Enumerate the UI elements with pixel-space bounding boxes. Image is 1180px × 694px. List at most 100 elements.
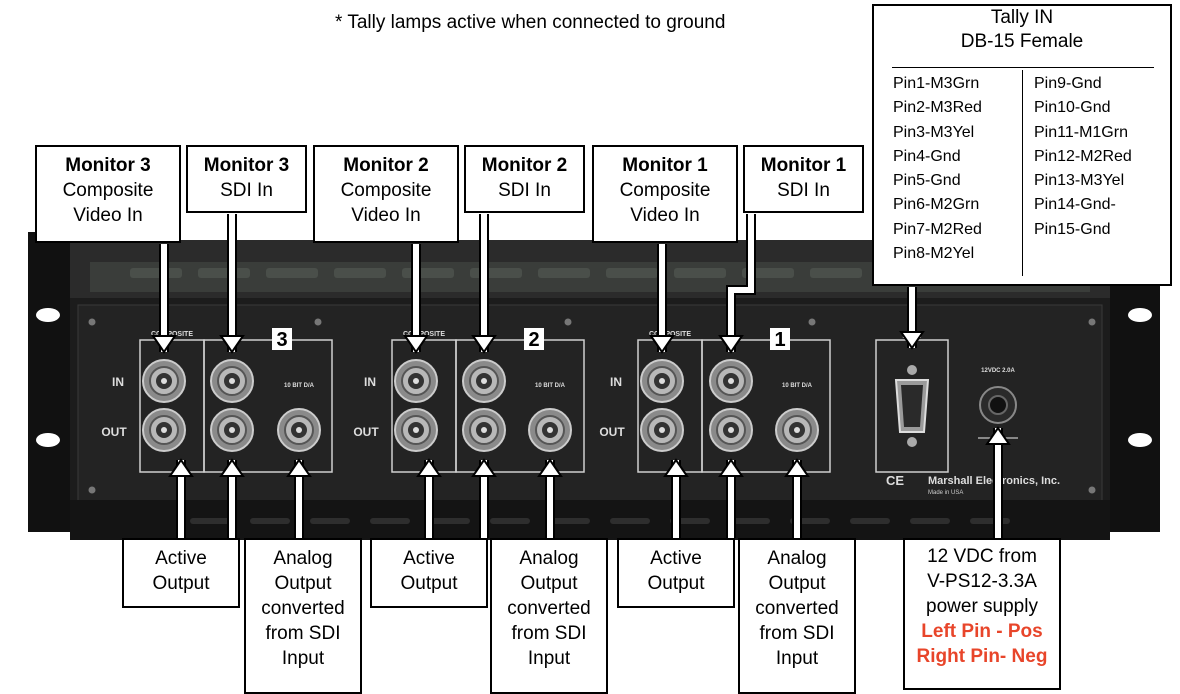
label-line: Output <box>647 573 705 594</box>
bnc-connector <box>142 408 186 452</box>
label-line: Video In <box>630 205 700 226</box>
sdi-frame <box>203 339 333 473</box>
label-line: Output <box>152 573 210 594</box>
arrow-head <box>416 458 442 477</box>
bnc-pin <box>547 427 553 433</box>
tally-pinout-box: Tally IN DB-15 Female Pin1-M3Grn Pin2-M3… <box>872 4 1172 286</box>
arrow-head <box>219 335 245 354</box>
label-line: Output <box>768 573 826 594</box>
arrow-head <box>899 331 925 350</box>
label-line: converted <box>507 598 591 619</box>
label-line: from SDI <box>265 623 341 644</box>
label-line: SDI In <box>777 180 830 201</box>
out-label: OUT <box>599 425 625 439</box>
section-number-badge <box>524 328 544 350</box>
bnc-connector <box>775 408 819 452</box>
label-line: Output <box>274 573 332 594</box>
label-monitor2-composite: Monitor 2 Composite Video In <box>313 145 459 243</box>
in-label: IN <box>112 375 124 389</box>
vent-slot <box>538 268 590 278</box>
label-title: Monitor 3 <box>203 155 290 176</box>
label-title: Monitor 3 <box>65 155 151 176</box>
tally-note: * Tally lamps active when connected to g… <box>335 12 726 33</box>
arrow-head <box>471 335 497 354</box>
pin-label: Pin11-M1Grn <box>1034 123 1128 141</box>
label-monitor1-composite: Monitor 1 Composite Video In <box>592 145 738 243</box>
label-title: Monitor 1 <box>760 155 847 176</box>
arrow-head <box>403 335 429 354</box>
tally-title: Tally IN <box>990 7 1054 28</box>
pin-label: Pin4-Gnd <box>893 147 961 165</box>
vent-slot <box>674 268 726 278</box>
screw <box>808 318 816 326</box>
tally-divider <box>1022 70 1023 276</box>
section-number-badge <box>272 328 292 350</box>
arrow-head <box>663 458 689 477</box>
arrow-head <box>151 335 177 354</box>
vent-slot <box>370 518 410 524</box>
bnc-connector <box>640 408 684 452</box>
out-label: OUT <box>101 425 127 439</box>
label-line: Output <box>400 573 458 594</box>
vent-slot <box>850 518 890 524</box>
label-line: 12 VDC from <box>927 546 1037 567</box>
ce-mark: CE <box>886 473 904 488</box>
label-line: converted <box>755 598 839 619</box>
vent-slot <box>190 518 230 524</box>
label-line: from SDI <box>759 623 835 644</box>
bnc-pin <box>794 427 800 433</box>
section-number: 2 <box>528 329 539 351</box>
bnc-connector <box>528 408 572 452</box>
label-line: Active <box>155 548 207 569</box>
arrow-head <box>718 335 744 354</box>
label-active-output-3: Active Output <box>122 538 240 608</box>
bnc-connector <box>709 408 753 452</box>
da-label: 10 BIT D/A <box>782 383 813 389</box>
label-line: Composite <box>62 180 154 201</box>
vent-slot <box>730 518 770 524</box>
pin-label: Pin14-Gnd- <box>1034 196 1116 214</box>
screw <box>1088 486 1096 494</box>
vent-slot <box>198 268 250 278</box>
bnc-pin <box>728 427 734 433</box>
bnc-connector <box>640 359 684 403</box>
db15-socket <box>901 385 923 427</box>
label-line: power supply <box>926 596 1038 617</box>
bnc-connector <box>210 359 254 403</box>
arrow-head <box>471 458 497 477</box>
label-title: Monitor 2 <box>343 155 429 176</box>
label-analog-output-2: Analog Output converted from SDI Input <box>490 538 608 694</box>
vent-slot <box>970 518 1010 524</box>
bnc-pin <box>659 427 665 433</box>
vent-slot <box>250 518 290 524</box>
arrow-head <box>784 458 810 477</box>
vent-slot <box>470 268 522 278</box>
pin-label: Pin5-Gnd <box>893 172 961 190</box>
da-label: 10 BIT D/A <box>284 383 315 389</box>
bnc-connector <box>462 359 506 403</box>
screw <box>1088 318 1096 326</box>
tally-right-column: Pin9-Gnd Pin10-Gnd Pin11-M1Grn Pin12-M2R… <box>1034 72 1132 242</box>
vent-slot <box>610 518 650 524</box>
label-line: from SDI <box>511 623 587 644</box>
bnc-pin <box>229 427 235 433</box>
composite-label: COMPOSITE <box>649 331 691 338</box>
vent-slot <box>606 268 658 278</box>
in-label: IN <box>610 375 622 389</box>
vent-slot <box>550 518 590 524</box>
vent-slot <box>266 268 318 278</box>
bnc-pin <box>161 378 167 384</box>
bnc-pin <box>296 427 302 433</box>
polarity-left-pin: Left Pin - Pos <box>921 621 1043 642</box>
bnc-pin <box>481 427 487 433</box>
made-in-label: Made in USA <box>928 490 963 496</box>
bnc-pin <box>413 427 419 433</box>
in-label: IN <box>364 375 376 389</box>
label-active-output-2: Active Output <box>370 538 488 608</box>
bnc-pin <box>481 378 487 384</box>
pin-label: Pin9-Gnd <box>1034 75 1102 92</box>
db15-screw <box>907 365 917 375</box>
section-number-badge <box>770 328 790 350</box>
screw <box>88 318 96 326</box>
